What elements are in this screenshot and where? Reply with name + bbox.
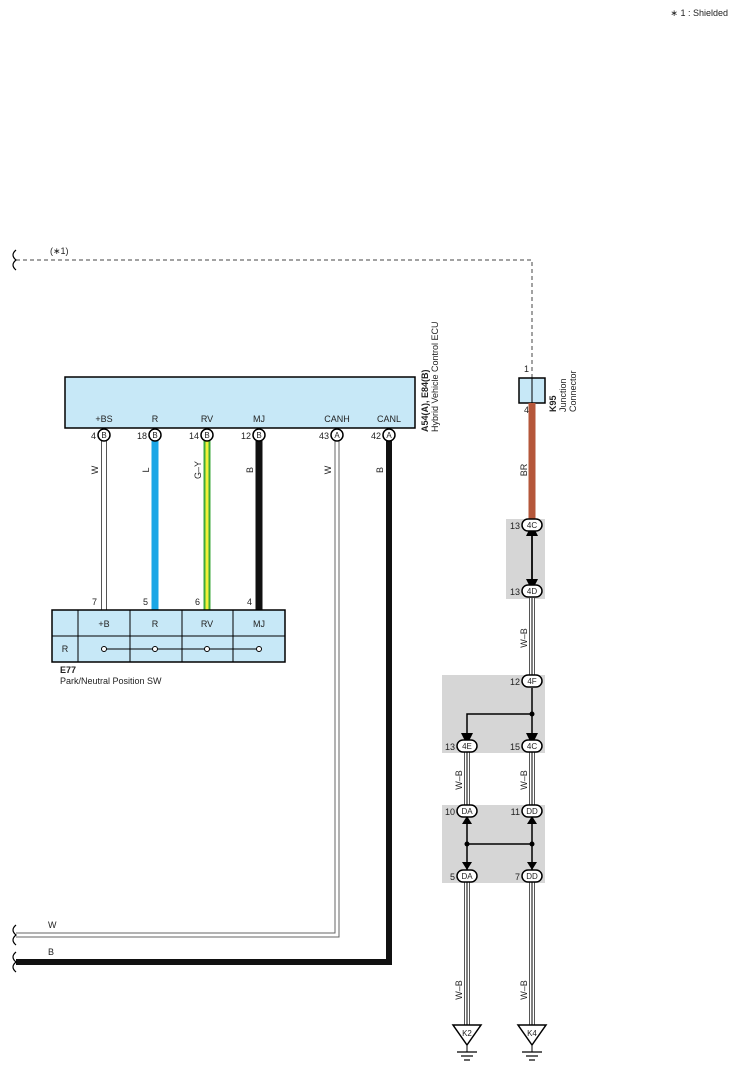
legend-shielded: ∗ 1 : Shielded (670, 8, 728, 18)
wire-label: W–B (519, 628, 529, 648)
switch-pin-label: MJ (253, 619, 265, 629)
wire-label: G–Y (193, 461, 203, 479)
wire-canl (16, 441, 392, 965)
ground-k2: K2 (451, 1024, 483, 1061)
ecu-pin-label: CANL (377, 414, 401, 424)
connector-4f: 12 4F (510, 674, 543, 688)
ecu-pin: 43 A (319, 428, 344, 442)
svg-text:12: 12 (241, 431, 251, 441)
svg-text:DD: DD (526, 872, 538, 881)
switch-pin-num: 6 (195, 597, 200, 607)
svg-text:5: 5 (450, 872, 455, 882)
svg-text:B: B (101, 431, 106, 440)
svg-text:DA: DA (461, 872, 473, 881)
connector-dd-top: 11 DD (511, 804, 543, 818)
svg-text:4D: 4D (527, 587, 537, 596)
shield-marker: (∗1) (50, 246, 69, 256)
svg-text:K2: K2 (462, 1029, 472, 1038)
svg-text:A: A (334, 431, 340, 440)
ecu-pin: 14 B (189, 428, 214, 442)
switch-pin-label: RV (201, 619, 213, 629)
connector-dd-bottom: 7 DD (515, 869, 543, 883)
svg-text:B: B (152, 431, 157, 440)
switch-pin-label: +B (98, 619, 109, 629)
wire-label: B (375, 467, 385, 473)
junction-code: K95 (548, 395, 558, 412)
switch-pin-num: 7 (92, 597, 97, 607)
connector-4d: 13 4D (510, 584, 543, 598)
svg-text:DA: DA (461, 807, 473, 816)
svg-text:15: 15 (510, 742, 520, 752)
ecu-pin-label: +BS (95, 414, 112, 424)
svg-text:12: 12 (510, 677, 520, 687)
connector-4c-mid: 15 4C (510, 739, 543, 753)
svg-text:4F: 4F (527, 677, 536, 686)
svg-text:13: 13 (510, 587, 520, 597)
ecu-pin: 4 B (91, 428, 111, 442)
ecu-pin-label: R (152, 414, 159, 424)
wire-label: W–B (519, 980, 529, 1000)
ecu-pin: 42 A (371, 428, 396, 442)
svg-text:43: 43 (319, 431, 329, 441)
break-mark (12, 924, 17, 946)
ecu-code: A54(A), E84(B) (420, 369, 430, 432)
wire-label: W–B (454, 980, 464, 1000)
svg-text:DD: DD (526, 807, 538, 816)
connector-da-top: 10 DA (445, 804, 478, 818)
connector-4c-top: 13 4C (510, 518, 543, 532)
svg-text:4C: 4C (527, 521, 537, 530)
ecu-pin-label: CANH (324, 414, 350, 424)
svg-text:13: 13 (510, 521, 520, 531)
switch-pin-num: 4 (247, 597, 252, 607)
switch-name: Park/Neutral Position SW (60, 676, 162, 686)
svg-text:18: 18 (137, 431, 147, 441)
svg-text:4E: 4E (462, 742, 472, 751)
junction-name-1: Junction (558, 378, 568, 412)
svg-text:B: B (204, 431, 209, 440)
wire-label: L (141, 467, 151, 472)
svg-text:10: 10 (445, 807, 455, 817)
junction-name-2: Connector (568, 370, 578, 412)
svg-text:13: 13 (445, 742, 455, 752)
svg-text:K4: K4 (527, 1029, 537, 1038)
wire-label: BR (519, 463, 529, 476)
junction-pin-bottom: 4 (524, 405, 529, 415)
svg-text:7: 7 (515, 872, 520, 882)
connector-4e: 13 4E (445, 739, 478, 753)
switch-pin-num: 5 (143, 597, 148, 607)
ecu-pin: 12 B (241, 428, 266, 442)
wire-label: W (323, 465, 333, 474)
ecu-box (64, 376, 416, 429)
junction-pin-top: 1 (524, 364, 529, 374)
ground-k4: K4 (516, 1024, 548, 1061)
bus-label-w: W (48, 920, 57, 930)
wire-label: W (90, 465, 100, 474)
svg-text:4: 4 (91, 431, 96, 441)
wire-label: W–B (519, 770, 529, 790)
ecu-pin-label: MJ (253, 414, 265, 424)
svg-text:42: 42 (371, 431, 381, 441)
switch-code: E77 (60, 665, 76, 675)
wire-canh (16, 441, 340, 938)
shield-line (16, 259, 533, 378)
svg-text:A: A (386, 431, 392, 440)
bus-label-b: B (48, 947, 54, 957)
svg-text:4C: 4C (527, 742, 537, 751)
ecu-pin: 18 B (137, 428, 162, 442)
svg-text:11: 11 (511, 807, 520, 817)
ecu-pin-label: RV (201, 414, 213, 424)
wire-label: B (245, 467, 255, 473)
switch-pin-label: R (152, 619, 159, 629)
svg-text:14: 14 (189, 431, 199, 441)
break-mark-top (12, 249, 17, 271)
connector-da-bottom: 5 DA (450, 869, 478, 883)
break-mark (12, 951, 17, 973)
wire-label: W–B (454, 770, 464, 790)
ecu-name: Hybrid Vehicle Control ECU (430, 321, 440, 432)
switch-row-label: R (62, 644, 69, 654)
svg-text:B: B (256, 431, 261, 440)
